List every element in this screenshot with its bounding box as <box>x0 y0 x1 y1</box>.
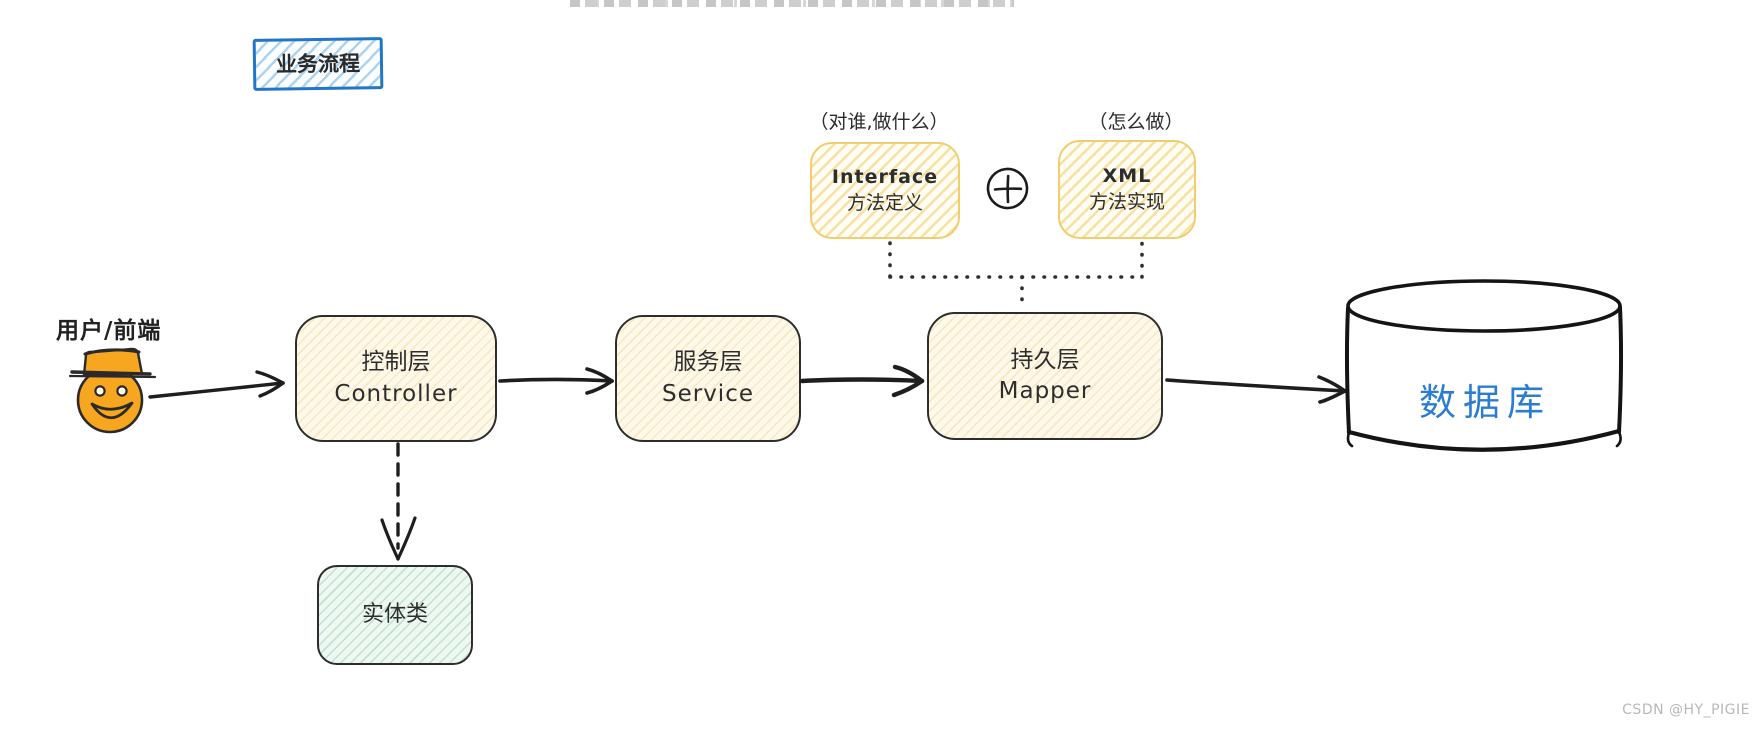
mapper-box: 持久层 Mapper <box>927 312 1163 440</box>
arrow-service-to-mapper <box>799 364 925 398</box>
entity-box-label: 实体类 <box>361 602 428 628</box>
interface-box-line1: Interface <box>831 165 939 188</box>
service-box: 服务层 Service <box>615 315 801 442</box>
dashed-arrow-controller-to-entity <box>380 442 417 561</box>
database-label: 数据库 <box>1419 381 1551 424</box>
dotted-connector-interface-xml-to-mapper <box>888 241 1144 309</box>
user-smiley-icon <box>68 347 157 434</box>
user-frontend-label: 用户/前端 <box>56 318 162 344</box>
controller-box-line1: 控制层 <box>361 349 431 376</box>
controller-box: 控制层 Controller <box>295 315 497 442</box>
mapper-box-line1: 持久层 <box>1010 346 1080 373</box>
business-process-title-box: 业务流程 <box>252 37 384 91</box>
interface-box-line2: 方法定义 <box>846 191 923 214</box>
business-process-title: 业务流程 <box>275 51 361 77</box>
plus-circle-icon <box>986 167 1029 210</box>
controller-box-line2: Controller <box>334 380 458 407</box>
service-box-line2: Service <box>661 380 754 407</box>
database-cylinder-icon <box>1344 279 1624 452</box>
xml-box: XML 方法实现 <box>1058 140 1196 239</box>
annotation-over-xml: （怎么做） <box>1088 111 1184 133</box>
top-clipped-text <box>570 0 1014 7</box>
csdn-credit-watermark: CSDN @HY_PIGIE <box>1622 702 1750 718</box>
entity-box: 实体类 <box>317 565 473 665</box>
annotation-over-interface: （对谁,做什么） <box>809 111 949 133</box>
arrow-mapper-to-database <box>1165 375 1347 404</box>
arrow-user-to-controller <box>148 370 285 399</box>
service-box-line1: 服务层 <box>673 349 743 376</box>
arrow-controller-to-service <box>498 367 614 395</box>
mapper-box-line2: Mapper <box>998 378 1092 404</box>
interface-box: Interface 方法定义 <box>810 142 960 239</box>
xml-box-line1: XML <box>1102 164 1152 187</box>
xml-box-line2: 方法实现 <box>1088 190 1165 213</box>
